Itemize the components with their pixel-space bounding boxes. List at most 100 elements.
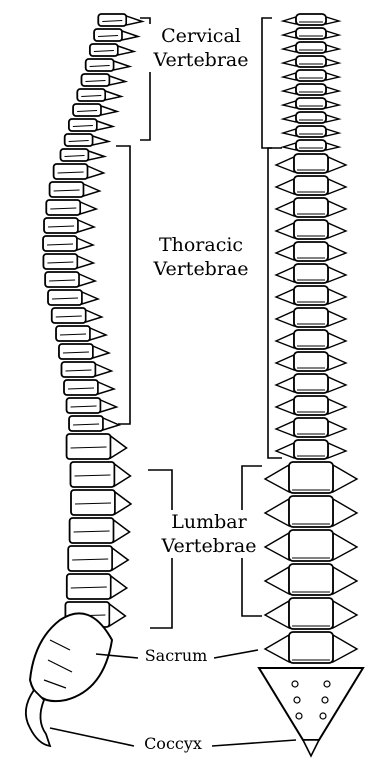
front-transverse-process-left [283,45,296,52]
front-transverse-process-right [326,45,339,52]
front-transverse-process-left [265,635,289,662]
front-transverse-process-left [283,59,296,66]
side-spinous-process [86,310,102,322]
side-vertebra [44,218,78,233]
front-vertebra [296,28,326,39]
side-vertebra [43,236,77,251]
front-transverse-process-left [276,289,294,304]
cervical-label: Cervical Vertebrae [146,24,256,72]
sacrum-label: Sacrum [138,646,214,666]
thoracic-right-bracket [268,148,282,458]
thoracic-label: Thoracic Vertebrae [145,233,257,281]
front-vertebra [289,598,333,629]
side-spinous-process [111,436,127,458]
side-spinous-process [97,121,113,130]
front-transverse-process-right [326,31,339,38]
front-transverse-process-left [276,355,294,370]
cervical-label-line1: Cervical [146,24,256,48]
front-transverse-process-right [326,87,339,94]
side-vertebra [45,272,79,287]
side-spinous-process [93,136,109,145]
front-transverse-process-right [333,635,357,662]
coccyx-left-leader [50,728,134,746]
side-spinous-process [115,492,131,514]
side-vertebra [68,546,112,571]
side-vertebra [94,29,122,41]
side-spinous-process [109,76,125,85]
front-transverse-process-right [333,533,357,560]
front-transverse-process-left [276,399,294,414]
front-transverse-process-right [328,443,346,458]
front-sacrum [259,668,363,740]
front-vertebra [289,632,333,663]
front-transverse-process-right [333,567,357,594]
front-transverse-process-right [326,129,339,136]
front-vertebra [289,462,333,493]
thoracic-left-bracket [116,146,130,424]
side-spinous-process [118,46,134,55]
cervical-right-bracket [262,18,272,148]
front-transverse-process-left [283,143,296,150]
side-spinous-process [77,238,93,250]
cervical-label-line2: Vertebrae [146,48,256,72]
side-spinous-process [82,292,98,304]
front-vertebra [296,140,326,151]
side-spinous-process [93,346,109,358]
side-spinous-process [98,382,114,394]
side-vertebra [61,362,95,377]
side-vertebra [81,74,109,86]
front-transverse-process-left [283,129,296,136]
side-spinous-process [122,31,138,40]
side-vertebra [67,434,111,459]
side-spinous-process [78,220,94,232]
front-transverse-process-left [276,333,294,348]
front-transverse-process-left [265,465,289,492]
side-vertebra [98,14,126,26]
coccyx-label: Coccyx [136,734,210,754]
lumbar-label-line1: Lumbar [155,510,263,534]
side-spinous-process [105,91,121,100]
side-vertebra [69,119,97,131]
front-transverse-process-left [276,267,294,282]
coccyx-right-leader [212,740,296,746]
front-transverse-process-left [276,311,294,326]
side-vertebra [60,149,88,161]
front-transverse-process-left [276,443,294,458]
front-transverse-process-right [326,143,339,150]
front-vertebra [296,56,326,67]
front-transverse-process-left [265,567,289,594]
side-spinous-process [77,256,93,268]
front-transverse-process-right [333,499,357,526]
front-coccyx [303,740,319,756]
side-vertebra [46,200,80,215]
front-transverse-process-right [326,73,339,80]
front-vertebra [296,14,326,25]
side-vertebra [48,290,82,305]
side-spinous-process [126,16,142,25]
side-spinous-process [101,400,117,412]
front-transverse-process-left [283,115,296,122]
lumbar-label-line2: Vertebrae [155,534,263,558]
front-vertebra [289,496,333,527]
front-vertebra [289,530,333,561]
front-transverse-process-left [283,31,296,38]
front-transverse-process-right [328,223,346,238]
side-spinous-process [111,576,127,598]
front-view-spine [259,14,363,756]
front-transverse-process-right [326,17,339,24]
front-transverse-process-right [328,201,346,216]
side-spinous-process [114,520,130,542]
front-transverse-process-left [283,101,296,108]
side-spinous-process [80,202,96,214]
front-transverse-process-left [276,201,294,216]
side-spinous-process [114,61,130,70]
side-vertebra [64,380,98,395]
side-vertebra [86,59,114,71]
front-transverse-process-right [328,377,346,392]
front-transverse-process-left [276,245,294,260]
side-vertebra [73,104,101,116]
front-transverse-process-right [326,101,339,108]
front-transverse-process-right [328,399,346,414]
side-vertebra [52,308,86,323]
front-transverse-process-right [328,157,346,172]
